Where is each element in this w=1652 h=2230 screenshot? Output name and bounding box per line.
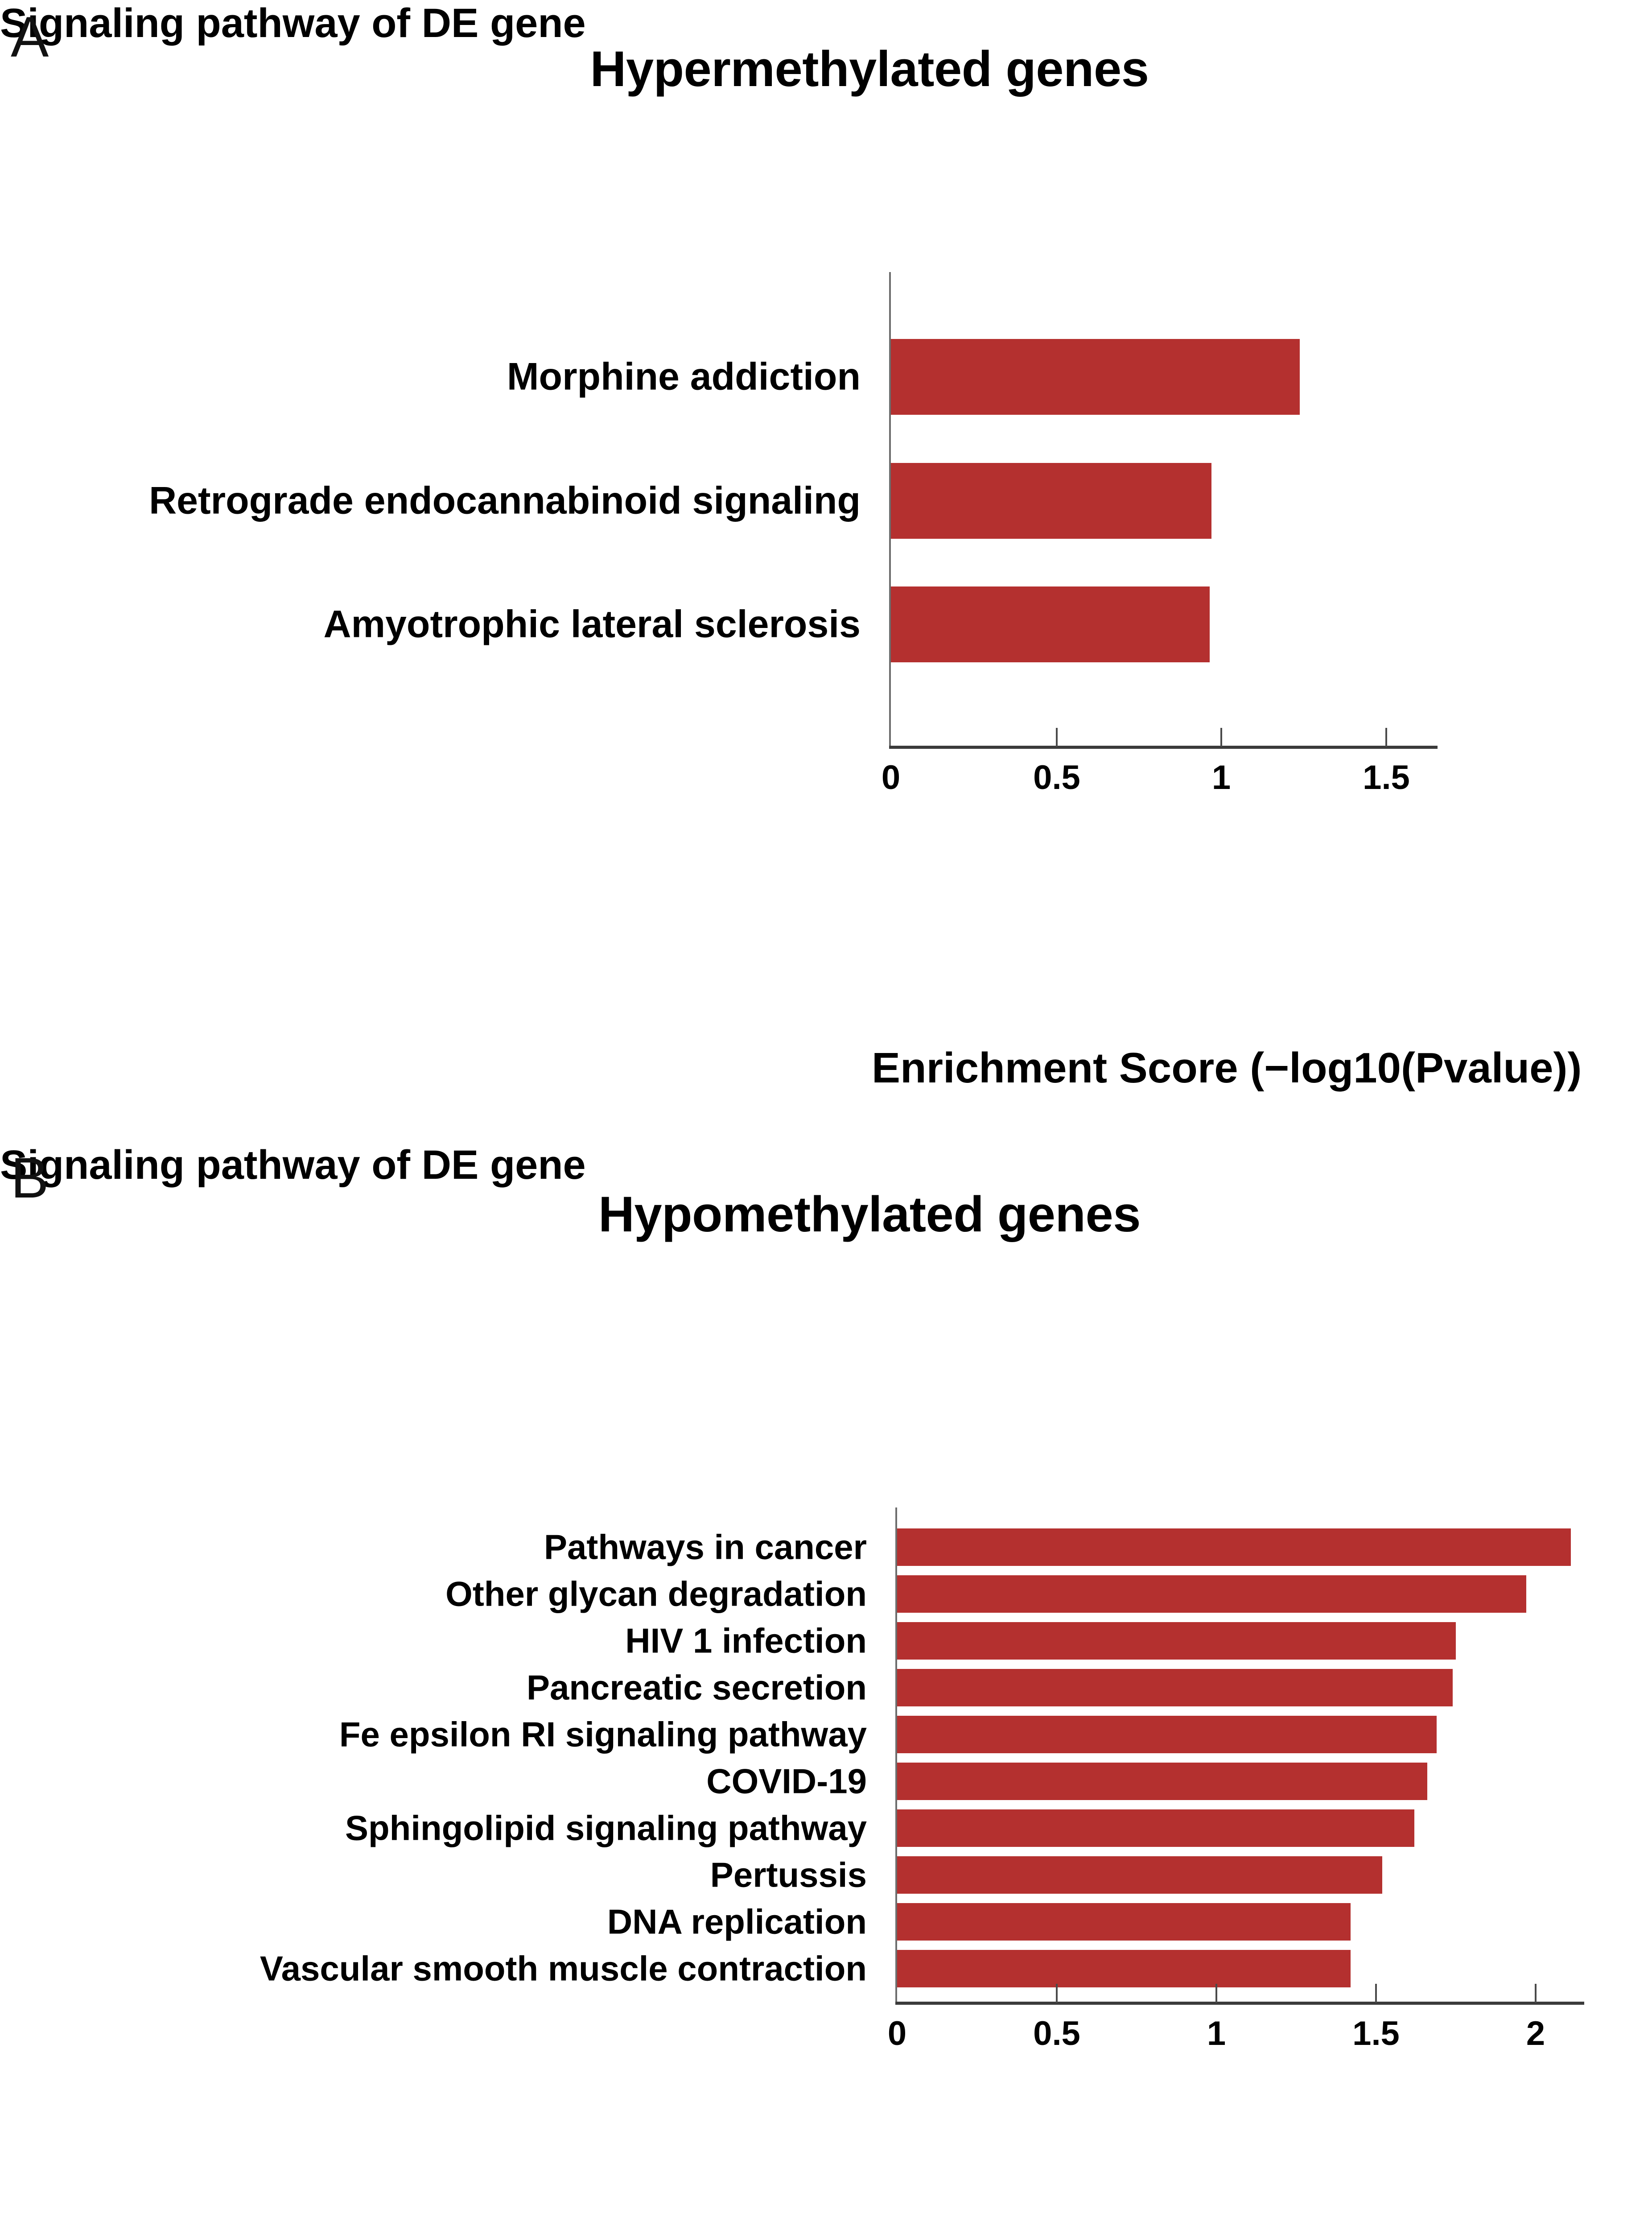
bar-covid-19	[897, 1763, 1427, 1800]
x-axis-line	[895, 2002, 1584, 2005]
x-tick-label: 1	[1211, 759, 1231, 797]
x-tick-label: 1.5	[1363, 759, 1410, 797]
x-tick-2	[1535, 1984, 1537, 2003]
x-tick-1.5	[1385, 728, 1387, 747]
bar-hiv-1-infection	[897, 1622, 1456, 1660]
y-axis-line	[895, 1507, 897, 2003]
x-tick-label: 0.5	[1033, 2015, 1080, 2052]
x-tick-0.5	[1056, 1984, 1058, 2003]
category-label: DNA replication	[607, 1902, 867, 1941]
bar-vascular-smooth-muscle-contraction	[897, 1950, 1351, 1987]
x-tick-label: 0.5	[1033, 759, 1080, 797]
category-label: Pathways in cancer	[544, 1527, 867, 1567]
panel-a-chart-title: Signaling pathway of DE gene	[0, 0, 586, 46]
bar-pancreatic-secretion	[897, 1669, 1453, 1706]
panel-letter-b: B	[11, 1146, 49, 1210]
category-label: Amyotrophic lateral sclerosis	[323, 603, 861, 646]
category-label: Retrograde endocannabinoid signaling	[149, 479, 861, 522]
bar-pertussis	[897, 1856, 1382, 1894]
x-tick-label: 0	[887, 2015, 907, 2052]
x-tick-label: 2	[1526, 2015, 1545, 2052]
bar-fe-epsilon-ri-signaling-pathway	[897, 1716, 1437, 1753]
panel-a-title: Hypermethylated genes	[590, 41, 1149, 97]
bar-other-glycan-degradation	[897, 1575, 1526, 1613]
y-axis-line	[889, 272, 891, 747]
bar-pathways-in-cancer	[897, 1528, 1571, 1566]
category-label: Pancreatic secretion	[526, 1668, 867, 1707]
panel-letter-a: A	[11, 5, 49, 69]
x-tick-label: 1	[1207, 2015, 1226, 2052]
panel-a-plot-area: 0 0.5 1 1.5	[882, 250, 1604, 919]
bar-dna-replication	[897, 1903, 1351, 1941]
x-tick-0.5	[1056, 728, 1058, 747]
bar-retrograde-endocannabinoid-signaling	[891, 463, 1211, 539]
category-label: Morphine addiction	[507, 355, 861, 398]
x-tick-1	[1215, 1984, 1217, 2003]
x-tick-label: 0	[881, 759, 901, 797]
panel-b-title: Hypomethylated genes	[598, 1186, 1141, 1242]
category-label: COVID-19	[706, 1761, 867, 1801]
bar-sphingolipid-signaling-pathway	[897, 1809, 1414, 1847]
category-label: Other glycan degradation	[445, 1574, 867, 1614]
bar-amyotrophic-lateral-sclerosis	[891, 586, 1210, 662]
category-label: Vascular smooth muscle contraction	[260, 1949, 867, 1988]
x-tick-1	[1220, 728, 1222, 747]
category-label: Fe epsilon RI signaling pathway	[339, 1714, 867, 1754]
panel-b-plot-area: 0 0.5 1 1.5 2	[888, 1365, 1633, 2078]
category-label: Pertussis	[710, 1855, 867, 1895]
panel-a-hypermethylated: A Hypermethylated genes Signaling pathwa…	[0, 0, 1604, 1092]
x-tick-1.5	[1375, 1984, 1377, 2003]
category-label: Sphingolipid signaling pathway	[345, 1808, 867, 1848]
panel-a-x-axis-title: Enrichment Score (−log10(Pvalue))	[872, 1044, 1582, 1092]
bar-morphine-addiction	[891, 339, 1300, 415]
x-tick-label: 1.5	[1352, 2015, 1400, 2052]
x-axis-line	[889, 746, 1438, 749]
category-label: HIV 1 infection	[625, 1621, 867, 1660]
panel-b-chart-title: Signaling pathway of DE gene	[0, 1142, 586, 1188]
panel-b-hypomethylated: B Hypomethylated genes Signaling pathway…	[0, 1142, 1652, 2230]
